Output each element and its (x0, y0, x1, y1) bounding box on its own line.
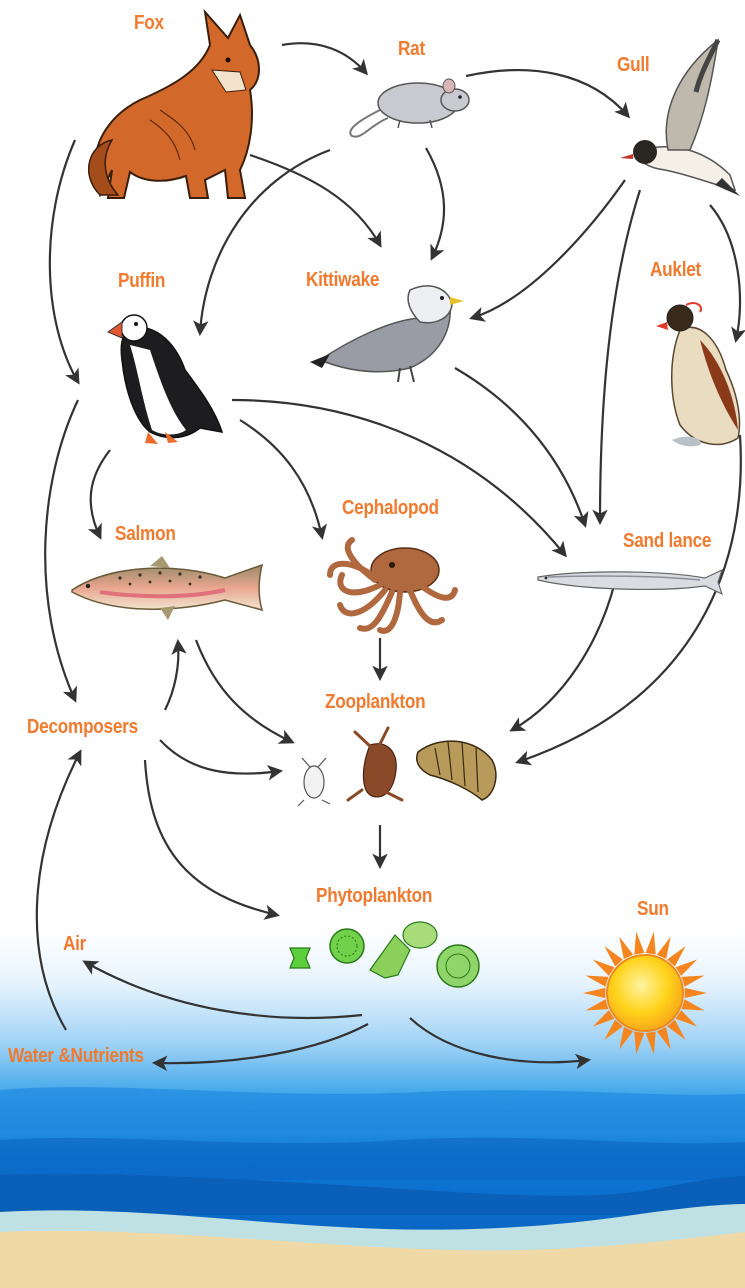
label-sand-lance: Sand lance (623, 530, 711, 553)
arrow-gull-to-kittiwake (472, 180, 625, 318)
label-puffin: Puffin (118, 270, 165, 293)
salmon-icon (72, 556, 262, 620)
arrow-rat-to-gull (466, 70, 628, 116)
arrow-puffin-to-cephalopod (240, 420, 322, 537)
arrow-puffin-to-salmon (91, 450, 110, 537)
label-cephalopod: Cephalopod (342, 497, 439, 520)
copepod-white (298, 758, 330, 806)
puffin-icon (108, 315, 222, 444)
arrow-kittiwake-to-sand-lance (455, 368, 585, 525)
rat-icon (350, 79, 469, 137)
label-gull: Gull (617, 54, 649, 77)
zooplankton-icon (298, 728, 496, 806)
auklet-icon (656, 303, 740, 446)
larva-brown (348, 728, 402, 800)
label-zooplankton: Zooplankton (325, 691, 425, 714)
arrow-auklet-to-zooplankton (518, 435, 741, 762)
label-auklet: Auklet (650, 259, 701, 282)
label-phytoplankton: Phytoplankton (316, 885, 432, 908)
arrow-sand-lance-to-zooplankton (512, 582, 615, 730)
arrow-gull-to-auklet (710, 205, 740, 340)
arrow-fox-to-puffin (50, 140, 78, 382)
label-salmon: Salmon (115, 523, 176, 546)
octopus-icon (330, 540, 455, 631)
arrow-puffin-to-decomposers (45, 400, 78, 700)
arrow-salmon-to-zooplankton (196, 640, 292, 742)
arrow-fox-to-rat (282, 43, 366, 73)
label-fox: Fox (134, 12, 164, 35)
arrow-rat-to-kittiwake (426, 148, 444, 258)
label-sun: Sun (637, 898, 669, 921)
kittiwake-icon (310, 286, 464, 382)
arrow-decomposers-to-salmon (165, 642, 178, 710)
arrow-rat-to-puffin (200, 150, 330, 333)
arrow-decomposers-to-zooplankton (160, 740, 280, 774)
sand-lance-icon (538, 570, 722, 594)
label-decomposers: Decomposers (27, 716, 138, 739)
label-water-nutrients: Water &Nutrients (8, 1045, 144, 1068)
arrow-gull-to-sand-lance (600, 190, 640, 522)
label-rat: Rat (398, 38, 425, 61)
label-air: Air (63, 933, 86, 956)
label-kittiwake: Kittiwake (306, 269, 379, 292)
arrow-fox-to-kittiwake (250, 155, 380, 245)
fox-icon (89, 12, 259, 198)
arrow-puffin-to-sand-lance (232, 400, 565, 555)
arrow-decomposers-to-phytoplankton (145, 760, 277, 915)
amphipod (417, 741, 496, 800)
